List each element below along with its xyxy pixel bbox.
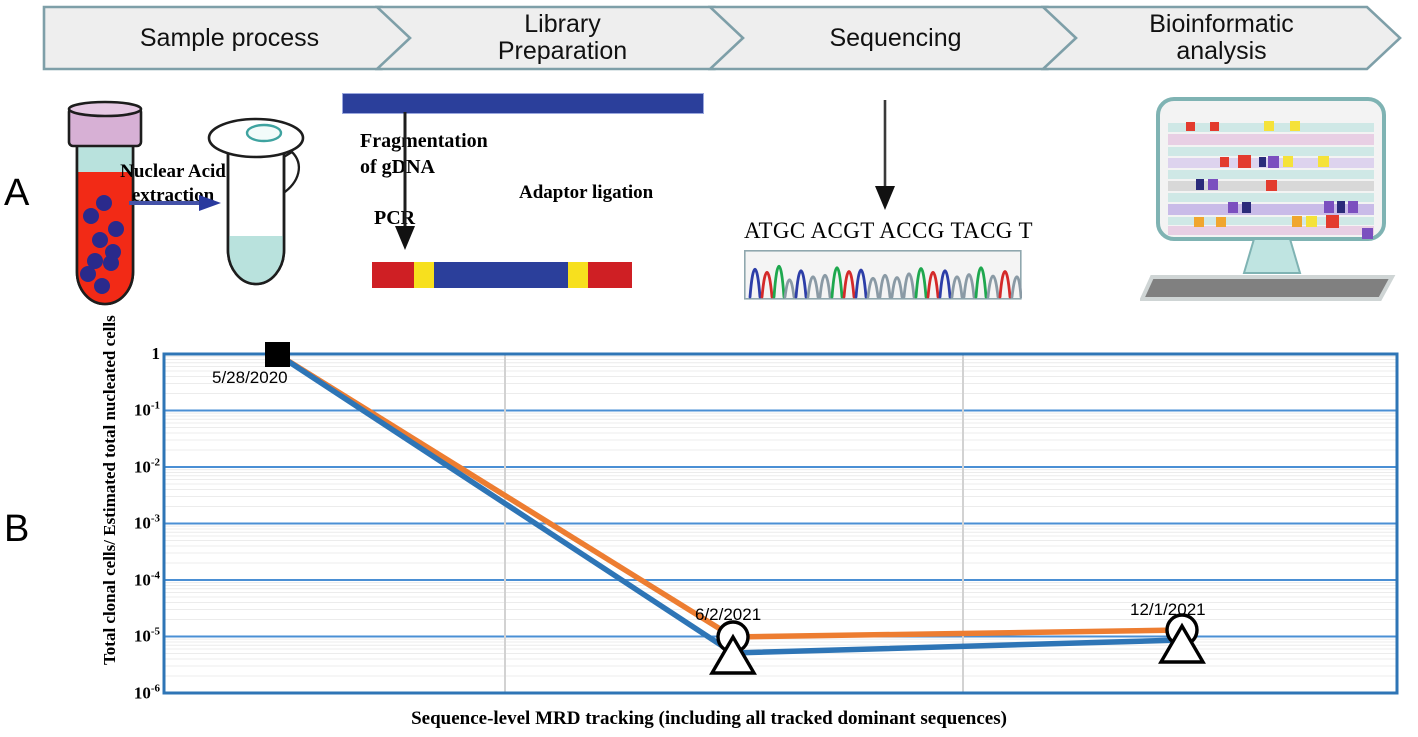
workflow-step-label: Sample process (139, 23, 320, 52)
point-label-t3: 12/1/2021 (1130, 600, 1206, 619)
workflow-step-library-preparation[interactable]: Library Preparation (375, 4, 750, 72)
y-tick-2: 10-2 (133, 456, 160, 477)
index-segment-right (568, 262, 588, 288)
point-label-t2: 6/2/2021 (695, 605, 762, 624)
workflow-banner: Sample process Library Preparation Seque… (42, 4, 1402, 72)
adaptor-segment-left (372, 262, 414, 288)
marker-square-start (265, 342, 290, 367)
bioinformatics-monitor-icon (1140, 97, 1396, 301)
adaptor-ligation-label: Adaptor ligation (519, 182, 654, 203)
workflow-step-sequencing[interactable]: Sequencing (708, 4, 1083, 72)
chromatogram-trace (744, 250, 1022, 300)
y-tick-6: 10-6 (133, 682, 160, 703)
panel-a-label: A (4, 172, 30, 214)
mrd-tracking-chart (162, 342, 1399, 695)
point-label-t1: 5/28/2020 (212, 368, 288, 387)
workflow-step-label: Sequencing (829, 23, 962, 52)
workflow-step-label: Library Preparation (497, 10, 628, 65)
extraction-arrow-icon (129, 195, 221, 211)
sequencing-arrow-icon (875, 100, 895, 210)
library-prep-arrow-icon (395, 112, 415, 250)
sequence-readout-text: ATGC ACGT ACCG TACG T (744, 218, 1034, 243)
fragmentation-label: Fragmentation of gDNA (360, 130, 488, 178)
vertical-gridlines (504, 354, 964, 693)
chart-y-ticks: 1 10-1 10-2 10-3 10-4 10-5 10-6 (100, 330, 160, 710)
y-tick-1: 10-1 (133, 399, 160, 420)
y-tick-0: 1 (151, 344, 161, 363)
chevron-shape-icon (1041, 5, 1402, 71)
microcentrifuge-tube-icon (207, 117, 305, 286)
index-segment-left (414, 262, 434, 288)
y-tick-5: 10-5 (133, 625, 160, 646)
y-tick-3: 10-3 (133, 512, 160, 533)
workflow-step-sample-process[interactable]: Sample process (42, 4, 417, 72)
marker-triangle-t2 (709, 633, 757, 675)
adaptor-segment-right (588, 262, 632, 288)
genomic-dna-bar (342, 93, 704, 114)
panel-b-label: B (4, 508, 30, 550)
adapter-ligated-library (372, 262, 632, 288)
chart-x-axis-caption: Sequence-level MRD tracking (including a… (411, 708, 1007, 729)
workflow-step-label: Bioinformatic analysis (1149, 10, 1294, 65)
marker-triangle-t3 (1158, 622, 1206, 664)
insert-segment (434, 262, 568, 288)
workflow-step-bioinformatic-analysis[interactable]: Bioinformatic analysis (1041, 4, 1402, 72)
y-tick-4: 10-4 (133, 569, 160, 590)
blood-collection-tube-icon (67, 100, 143, 306)
